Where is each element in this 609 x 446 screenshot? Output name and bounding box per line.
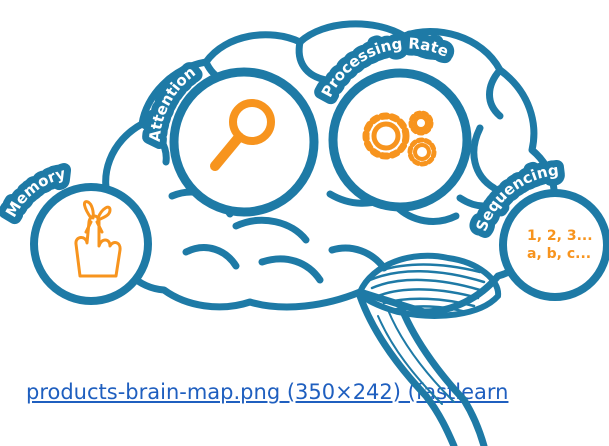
sequencing-node: 1, 2, 3... a, b, c...: [499, 189, 609, 301]
memory-circle: [30, 183, 152, 305]
memory-node: [30, 183, 152, 305]
sequencing-circle: [499, 189, 609, 301]
brain-fold: [486, 66, 504, 120]
magnifier-icon: [210, 99, 275, 171]
brain-fold: [470, 124, 498, 192]
processing-rate-node: [328, 68, 472, 212]
brain-fold: [456, 192, 516, 210]
brain-fold: [138, 120, 170, 166]
brain-silhouette: [102, 20, 558, 316]
brain-fold: [328, 244, 388, 272]
sequence-numbers: 1, 2, 3...: [527, 228, 593, 244]
gears-icon: [362, 110, 437, 167]
image-caption-link[interactable]: products-brain-map.png (350×242) (fastle…: [26, 380, 509, 404]
brain-fold: [400, 32, 446, 60]
brain-outline: [102, 20, 558, 316]
processing-rate-circle: [328, 68, 472, 212]
attention-node: [169, 67, 319, 217]
brain-fold: [295, 38, 330, 84]
sequence-letters: a, b, c...: [527, 246, 591, 262]
finger-with-bow-icon: [74, 200, 122, 278]
brain-fold: [182, 244, 240, 270]
brain-fold: [232, 216, 310, 244]
sequence-text-icon: 1, 2, 3... a, b, c...: [527, 228, 593, 262]
brain-fold: [258, 255, 324, 284]
